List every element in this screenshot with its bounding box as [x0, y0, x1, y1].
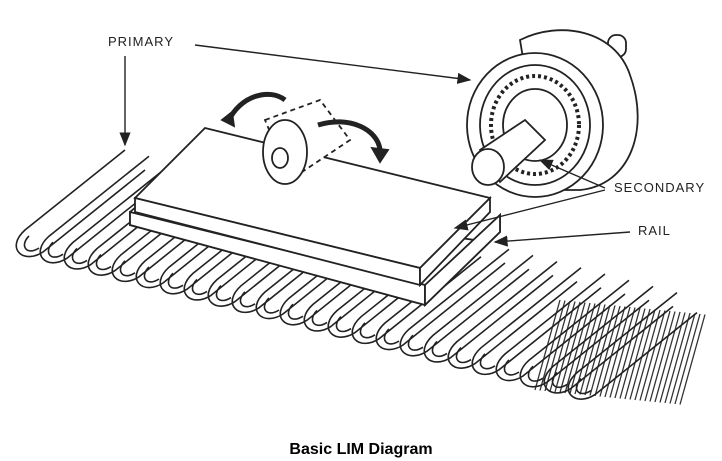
coil-loop-inner [503, 359, 520, 376]
coil-loop-inner [551, 371, 568, 389]
coil-loop-inner [455, 347, 472, 364]
rail-stripe [544, 300, 571, 392]
coil-loop [303, 223, 434, 332]
coil-loop [183, 192, 314, 301]
coil-loop-inner [383, 328, 400, 345]
coil-loop [447, 260, 578, 369]
rail-stripe [659, 312, 686, 403]
coil-loop-inner [431, 340, 448, 358]
coil-loop [399, 248, 530, 357]
rail-stripe [639, 310, 666, 401]
rail-stripe [679, 314, 706, 405]
coil-loop [39, 155, 170, 264]
coil-loop-inner [311, 309, 328, 327]
coil-loop-inner [215, 285, 232, 302]
coil-loop-inner [479, 353, 496, 370]
coil-windings [15, 149, 698, 400]
coil-loop [351, 236, 482, 345]
rail-stripe [564, 302, 591, 394]
coil-loop [15, 149, 146, 258]
rotating-motor-sketch [220, 91, 390, 185]
coil-loop-inner [71, 247, 88, 265]
coil-loop-inner [95, 254, 112, 271]
rail-stripe [669, 313, 696, 404]
rail-stripe [614, 307, 641, 399]
coil-loop-inner [191, 278, 208, 296]
coil-loop-inner [143, 266, 160, 283]
diagram-caption: Basic LIM Diagram [289, 441, 433, 458]
coil-loop-inner [23, 235, 40, 252]
coil-loop [543, 285, 674, 394]
rail-stripe [674, 313, 701, 405]
coil-loop-inner [47, 241, 64, 258]
coil-loop [471, 267, 602, 376]
coil-loop-inner [239, 291, 256, 308]
rail-stripe [624, 308, 651, 400]
secondary-label: SECONDARY [614, 180, 706, 195]
rail-stripe [559, 302, 586, 393]
coil-loop [423, 254, 554, 363]
rail-stripe [579, 304, 606, 395]
rotary-motor [466, 29, 639, 198]
coil-loop [231, 205, 362, 314]
coil-loop [495, 273, 626, 382]
rail-stripe [649, 311, 676, 402]
coil-loop-inner [119, 260, 136, 277]
rail-stripe [569, 303, 596, 394]
rail-stripe [539, 300, 566, 391]
coil-loop-inner [167, 272, 184, 289]
coil-loop [135, 180, 266, 289]
coil-loop-inner [575, 378, 592, 395]
coil-loop [87, 167, 218, 276]
coil-loop [159, 186, 290, 295]
coil-loop-inner [335, 316, 352, 333]
rail-stripes [534, 299, 706, 405]
coil-loop [567, 291, 698, 400]
leader-lines [119, 44, 631, 247]
rail-stripe [584, 304, 611, 396]
primary-block [129, 127, 501, 308]
coil-loop-inner [359, 322, 376, 339]
rail-stripe [664, 312, 691, 404]
coil-loop [375, 242, 506, 351]
coil-loop [207, 198, 338, 307]
coil-loop-inner [263, 297, 280, 314]
coil-loop [111, 174, 242, 283]
rail-stripe [554, 301, 581, 393]
rail-stripe [619, 308, 646, 399]
coil-loop-inner [527, 365, 544, 382]
coil-loop [255, 211, 386, 320]
rail-stripe [609, 307, 636, 398]
rail-stripe [634, 309, 661, 401]
coil-loop-inner [287, 303, 304, 320]
coil-loop [279, 217, 410, 326]
coil-loop-inner [407, 334, 424, 351]
rail-stripe [594, 305, 621, 397]
rail-stripe [599, 306, 626, 397]
rail-stripe [644, 310, 671, 402]
coil-loop [63, 161, 194, 270]
coil-loop [519, 279, 650, 388]
rail-label: RAIL [638, 223, 671, 238]
primary-label: PRIMARY [108, 34, 174, 49]
coil-loop [327, 229, 458, 338]
rail-stripe [654, 311, 681, 403]
